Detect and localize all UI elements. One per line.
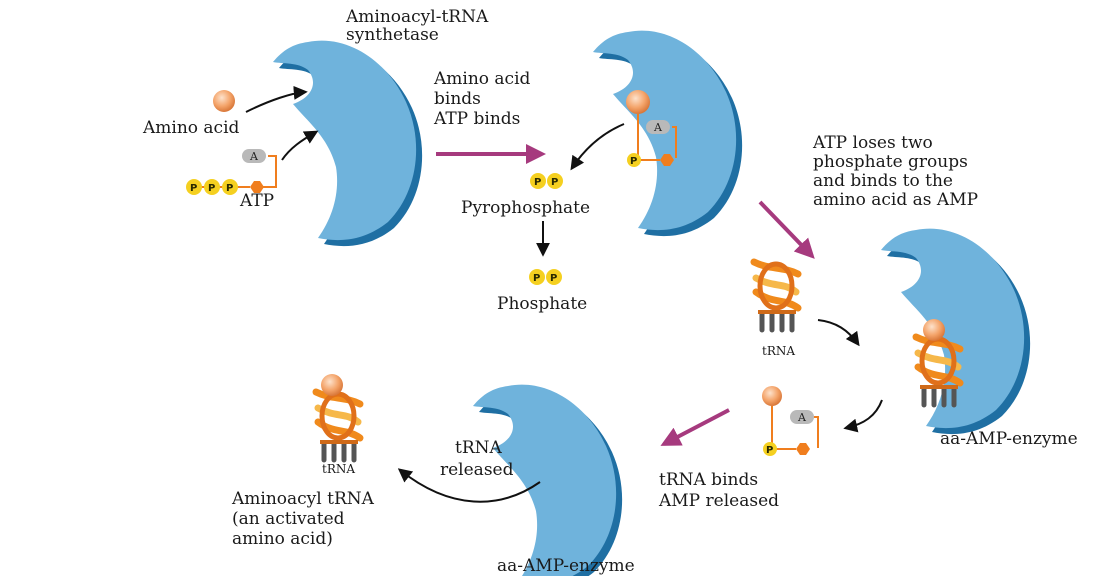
svg-text:P: P bbox=[534, 177, 541, 188]
pyrophosphate-icon: P P bbox=[530, 173, 563, 189]
trna-binds-line2: AMP released bbox=[658, 491, 779, 511]
bound-atp-icon: A P bbox=[627, 114, 677, 167]
bound-amino-acid-icon bbox=[626, 90, 650, 114]
adenine-glyph: A bbox=[249, 150, 259, 163]
aminoacyl-trna-icon bbox=[316, 392, 360, 460]
aminoacyl-trna-line3: amino acid) bbox=[232, 529, 333, 549]
trna-label-bottom: tRNA bbox=[322, 462, 355, 476]
trna-label-free: tRNA bbox=[762, 344, 795, 358]
synthetase-label-line2: synthetase bbox=[346, 25, 439, 45]
atp-label: ATP bbox=[239, 191, 274, 211]
released-amp-icon: A P bbox=[762, 386, 819, 456]
svg-text:P: P bbox=[533, 273, 540, 284]
aminoacyl-trna-line1: Aminoacyl tRNA bbox=[231, 489, 375, 509]
svg-text:P: P bbox=[226, 183, 233, 194]
amino-acid-label: Amino acid bbox=[142, 118, 240, 138]
bound-aa-right-icon bbox=[923, 319, 945, 341]
svg-text:P: P bbox=[190, 183, 197, 194]
enzyme-step1 bbox=[273, 40, 423, 247]
phosphate-label: Phosphate bbox=[497, 294, 587, 314]
arrow-enzyme-to-amp bbox=[843, 399, 883, 433]
arrow-trna-released bbox=[397, 468, 541, 503]
arrow-atp-to-enzyme bbox=[281, 130, 319, 161]
binds-label-line1: Amino acid bbox=[433, 69, 531, 89]
atp-loses-line2: phosphate groups bbox=[813, 152, 968, 172]
step-arrow-2 bbox=[758, 200, 815, 259]
synthetase-label-line1: Aminoacyl-tRNA bbox=[345, 7, 489, 27]
aa-amp-enzyme-bottom bbox=[473, 384, 623, 576]
binds-label-line2: binds bbox=[434, 89, 481, 109]
amino-acid-icon bbox=[213, 90, 235, 112]
aa-amp-enzyme-right-label: aa-AMP-enzyme bbox=[940, 429, 1078, 449]
svg-text:P: P bbox=[766, 445, 773, 456]
trna-binds-line1: tRNA binds bbox=[659, 470, 758, 490]
step-arrow-3 bbox=[660, 408, 730, 446]
atp-loses-line3: and binds to the bbox=[813, 171, 953, 191]
svg-text:P: P bbox=[551, 177, 558, 188]
arrow-to-pyrophosphate bbox=[570, 123, 625, 171]
aminoacyl-aa-icon bbox=[321, 374, 343, 396]
atp-loses-line4: amino acid as AMP bbox=[813, 190, 978, 210]
pyrophosphate-label: Pyrophosphate bbox=[461, 198, 590, 218]
trna-released-line2: released bbox=[440, 460, 514, 480]
svg-text:P: P bbox=[550, 273, 557, 284]
svg-text:A: A bbox=[797, 411, 807, 424]
trna-released-line1: tRNA bbox=[455, 438, 503, 458]
atp-icon: A P P P bbox=[186, 149, 277, 195]
aa-amp-enzyme-bottom-label: aa-AMP-enzyme bbox=[497, 556, 635, 576]
trna-bound-right bbox=[916, 337, 960, 405]
phosphate-icon: P P bbox=[529, 269, 562, 285]
binds-label-line3: ATP binds bbox=[433, 109, 520, 129]
arrow-amino-acid-to-enzyme bbox=[245, 85, 308, 113]
enzyme-step2 bbox=[593, 30, 743, 237]
svg-text:A: A bbox=[653, 121, 663, 134]
aminoacyl-trna-line2: (an activated bbox=[232, 509, 345, 529]
arrow-trna-to-enzyme bbox=[817, 319, 860, 347]
atp-loses-line1: ATP loses two bbox=[812, 133, 933, 153]
trna-icon-free bbox=[754, 262, 798, 330]
svg-text:P: P bbox=[630, 156, 637, 167]
svg-text:P: P bbox=[208, 183, 215, 194]
